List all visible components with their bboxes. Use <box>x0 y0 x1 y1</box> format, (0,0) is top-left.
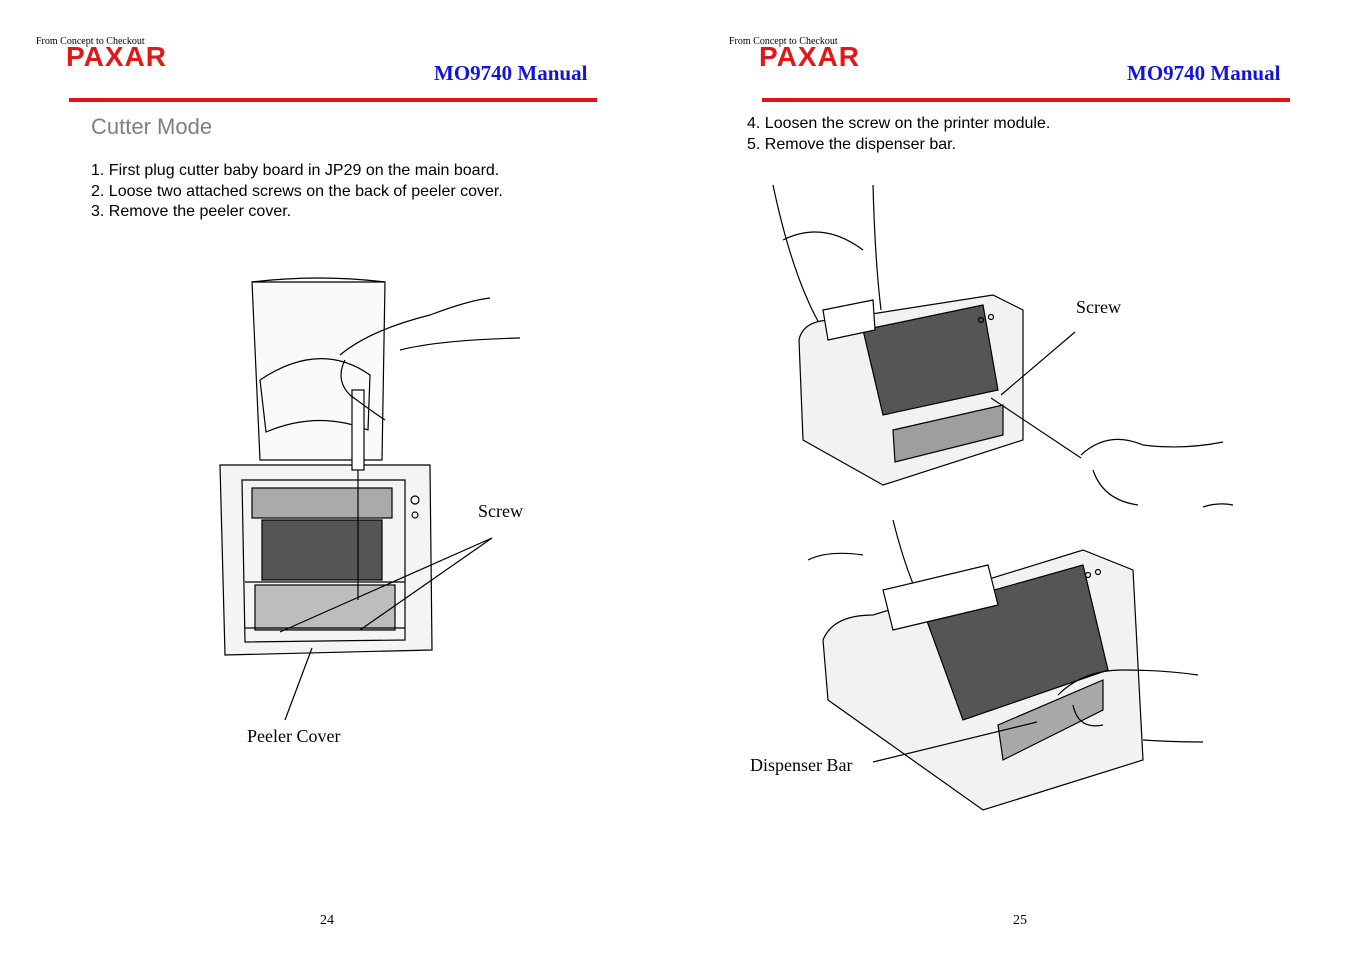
callout-screw: Screw <box>478 501 523 521</box>
page-24: From Concept to Checkout PAXAR MO9740 Ma… <box>0 0 675 954</box>
logo-wordmark: PAXAR <box>66 41 167 72</box>
paxar-logo: From Concept to Checkout PAXAR <box>729 36 879 72</box>
callout-screw: Screw <box>1076 297 1121 317</box>
step-item: 4. Loosen the screw on the printer modul… <box>747 115 1051 132</box>
header-rule <box>69 98 597 102</box>
logo-wordmark: PAXAR <box>759 41 860 72</box>
step-list: 1. First plug cutter baby board in JP29 … <box>91 161 503 223</box>
section-title: Cutter Mode <box>91 114 213 139</box>
step-item: 2. Loose two attached screws on the back… <box>91 182 503 200</box>
callout-dispenser-bar: Dispenser Bar <box>750 755 853 775</box>
dispenser-callout-line <box>872 721 1038 763</box>
logo-tagline: From Concept to Checkout <box>729 36 838 47</box>
printer-peeler-illustration <box>219 277 521 721</box>
callout-peeler-cover: Peeler Cover <box>247 726 341 746</box>
step-item: 3. Remove the peeler cover. <box>91 203 292 220</box>
step-list: 4. Loosen the screw on the printer modul… <box>747 114 1050 155</box>
page-number: 25 <box>1013 913 1027 928</box>
printer-dispenser-illustration <box>807 519 1204 811</box>
step-item: 5. Remove the dispenser bar. <box>747 135 957 153</box>
logo-tagline: From Concept to Checkout <box>36 36 145 47</box>
page-number: 24 <box>320 913 334 928</box>
page-25: From Concept to Checkout PAXAR MO9740 Ma… <box>693 0 1351 954</box>
header-rule <box>762 98 1290 102</box>
paxar-logo: From Concept to Checkout PAXAR <box>36 36 186 72</box>
manual-title: MO9740 Manual <box>434 61 588 85</box>
step-item: 1. First plug cutter baby board in JP29 … <box>91 162 500 179</box>
manual-title: MO9740 Manual <box>1127 61 1281 85</box>
printer-screw-illustration <box>772 184 1234 508</box>
